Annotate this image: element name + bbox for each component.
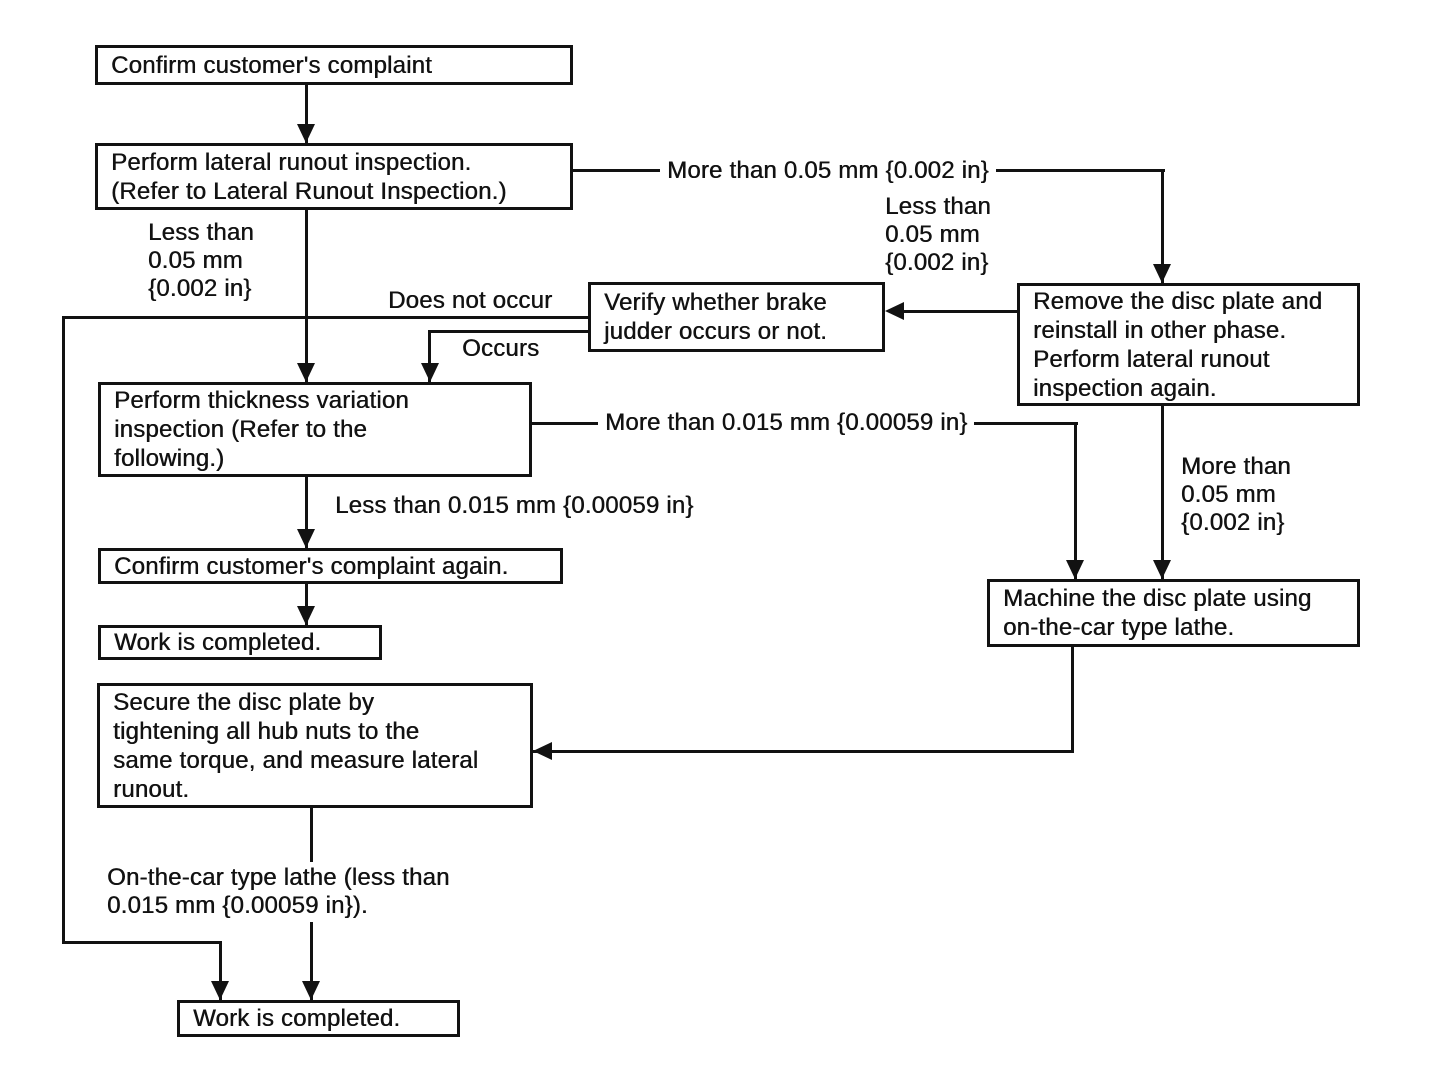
connector-more0015-vertical (1074, 422, 1077, 579)
arrowhead-down-icon (302, 981, 320, 1000)
label-does-not-occur: Does not occur (388, 287, 553, 314)
node-confirm-complaint: Confirm customer's complaint (95, 45, 573, 85)
connector-doesnotoccur-bottom (62, 941, 222, 944)
connector-confirm-to-lateral (305, 85, 308, 143)
label-more-than-005-lower: More than 0.05 mm {0.002 in} (1181, 453, 1291, 536)
arrowhead-down-icon (297, 529, 315, 548)
label-on-the-car-lathe: On-the-car type lathe (less than 0.015 m… (100, 862, 457, 922)
node-machine-disc-plate: Machine the disc plate using on-the-car … (987, 579, 1360, 647)
node-verify-brake-judder: Verify whether brake judder occurs or no… (588, 282, 885, 352)
node-secure-disc-plate: Secure the disc plate by tightening all … (97, 683, 533, 808)
connector-lateral-to-thickness (305, 210, 308, 382)
label-less-than-005-left: Less than 0.05 mm {0.002 in} (148, 219, 254, 302)
node-lateral-runout-inspection: Perform lateral runout inspection. (Refe… (95, 143, 573, 210)
arrowhead-down-icon (421, 363, 439, 382)
node-confirm-complaint-again: Confirm customer's complaint again. (98, 548, 563, 584)
node-remove-disc-plate: Remove the disc plate and reinstall in o… (1017, 283, 1360, 406)
label-less-than-005-right: Less than 0.05 mm {0.002 in} (885, 193, 991, 276)
connector-machine-to-secure (533, 750, 1074, 753)
connector-remove-to-verify (893, 310, 1017, 313)
connector-more005-vertical (1161, 169, 1164, 283)
connector-remove-to-machine (1161, 406, 1164, 579)
label-occurs: Occurs (462, 335, 540, 362)
node-work-completed-bottom: Work is completed. (177, 1000, 460, 1037)
label-more-than-0015: More than 0.015 mm {0.00059 in} (598, 409, 975, 437)
arrowhead-down-icon (297, 124, 315, 143)
arrowhead-down-icon (1066, 560, 1084, 579)
arrowhead-down-icon (297, 363, 315, 382)
node-thickness-variation: Perform thickness variation inspection (… (98, 382, 532, 477)
connector-doesnotoccur-vertical (62, 316, 65, 944)
arrowhead-down-icon (297, 606, 315, 625)
connector-doesnotoccur-into-work (219, 941, 222, 1000)
label-more-than-005: More than 0.05 mm {0.002 in} (660, 157, 996, 185)
connector-confirm-to-work (305, 583, 308, 625)
arrowhead-down-icon (1153, 560, 1171, 579)
connector-machine-down (1071, 647, 1074, 753)
connector-doesnotoccur-horizontal (62, 316, 588, 319)
arrowhead-left-icon (533, 742, 552, 760)
connector-thickness-to-confirm (305, 477, 308, 548)
connector-occurs-horizontal (428, 330, 588, 333)
arrowhead-left-icon (885, 302, 904, 320)
node-work-completed-top: Work is completed. (98, 625, 382, 660)
connector-occurs-vertical (428, 330, 431, 382)
label-less-than-0015: Less than 0.015 mm {0.00059 in} (335, 492, 694, 519)
arrowhead-down-icon (1153, 264, 1171, 283)
arrowhead-down-icon (211, 981, 229, 1000)
